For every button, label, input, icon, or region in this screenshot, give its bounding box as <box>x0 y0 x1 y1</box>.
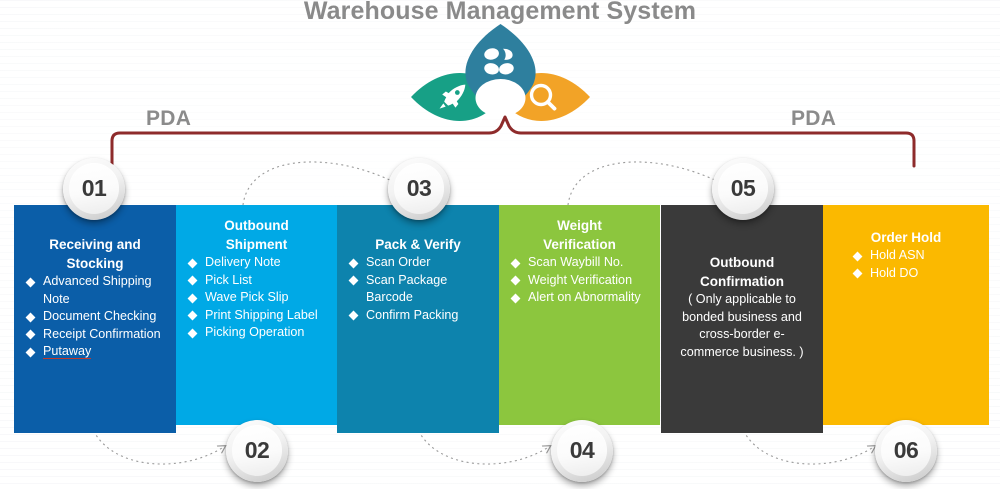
list-item: Picking Operation <box>187 324 328 342</box>
badge-number: 04 <box>569 437 595 463</box>
step-badge-06[interactable]: 06 <box>875 420 937 482</box>
magnifier-icon <box>529 83 557 111</box>
list-item: Hold ASN <box>852 247 980 265</box>
step-badge-02[interactable]: 02 <box>226 420 288 482</box>
list-item: Wave Pick Slip <box>187 289 328 307</box>
item-text: Putaway <box>43 344 92 359</box>
step-column-04[interactable]: Weight Verification Scan Waybill No. Wei… <box>499 205 660 425</box>
step-title-01: Receiving and Stocking <box>49 237 141 271</box>
list-item: Scan Waybill No. <box>510 254 651 272</box>
diamond-bullet-icon <box>25 312 36 322</box>
step-badge-04[interactable]: 04 <box>551 420 613 482</box>
step-title-06: Order Hold <box>870 230 942 245</box>
badge-number: 05 <box>730 175 756 201</box>
logo-center-circle <box>475 79 526 117</box>
page-title: Warehouse Management System <box>303 0 697 25</box>
diamond-bullet-icon <box>187 258 198 268</box>
item-text: Advanced Shipping Note <box>43 274 152 306</box>
diamond-bullet-icon <box>510 293 521 303</box>
step-items-04: Scan Waybill No. Weight Verification Ale… <box>508 254 651 307</box>
step-column-03[interactable]: Pack & Verify Scan Order Scan Package Ba… <box>337 205 499 433</box>
diamond-bullet-icon <box>510 258 521 268</box>
list-item: Advanced Shipping Note <box>25 273 167 308</box>
item-text: Print Shipping Label <box>205 307 318 322</box>
diamond-bullet-icon <box>348 310 359 321</box>
list-item: Delivery Note <box>187 254 328 272</box>
step-column-06[interactable]: Order Hold Hold ASN Hold DO <box>823 205 989 425</box>
badge-inner: 01 <box>69 163 119 214</box>
step-items-02: Delivery Note Pick List Wave Pick Slip P… <box>185 254 328 342</box>
diamond-bullet-icon <box>187 310 198 321</box>
item-text: Wave Pick Slip <box>205 290 289 304</box>
step-title-04: Weight Verification <box>543 218 616 252</box>
item-text: Alert on Abnormality <box>528 290 641 304</box>
diamond-bullet-icon <box>510 275 521 286</box>
diamond-bullet-icon <box>348 275 359 286</box>
badge-inner: 03 <box>394 163 444 214</box>
list-item: Confirm Packing <box>348 307 490 325</box>
diamond-bullet-icon <box>187 328 198 338</box>
badge-number: 03 <box>406 175 432 201</box>
step-title-03: Pack & Verify <box>375 237 461 252</box>
item-text: Scan Package Barcode <box>366 272 448 305</box>
diamond-bullet-icon <box>25 347 36 357</box>
item-text: Scan Waybill No. <box>528 255 624 269</box>
list-item: Hold DO <box>852 265 980 283</box>
step-badge-01[interactable]: 01 <box>63 158 125 220</box>
item-text: Delivery Note <box>205 255 281 269</box>
item-text: Confirm Packing <box>366 307 459 322</box>
item-text: Scan Order <box>366 255 431 269</box>
list-item: Print Shipping Label <box>187 307 328 325</box>
step-badge-03[interactable]: 03 <box>388 158 450 220</box>
badge-inner: 05 <box>718 163 768 214</box>
step-items-01: Advanced Shipping Note Document Checking… <box>23 273 167 361</box>
diamond-bullet-icon <box>348 258 359 268</box>
list-item: Weight Verification <box>510 272 651 290</box>
step-badge-05[interactable]: 05 <box>712 158 774 220</box>
item-text: Weight Verification <box>528 272 633 287</box>
badge-inner: 04 <box>557 425 607 476</box>
diamond-bullet-icon <box>25 329 36 340</box>
list-item: Scan Order <box>348 254 490 272</box>
list-item: Receipt Confirmation <box>25 326 167 344</box>
step-items-03: Scan Order Scan Package Barcode Confirm … <box>346 254 490 324</box>
rocket-icon <box>439 84 466 109</box>
diamond-bullet-icon <box>852 268 863 279</box>
step-title-02: Outbound Shipment <box>224 218 289 252</box>
diamond-bullet-icon <box>852 251 863 261</box>
badge-inner: 06 <box>881 425 931 476</box>
list-item: Putaway <box>25 343 167 361</box>
step-column-01[interactable]: Receiving and Stocking Advanced Shipping… <box>14 205 176 433</box>
badge-inner: 02 <box>232 425 282 476</box>
list-item: Scan Package Barcode <box>348 272 490 307</box>
list-item: Alert on Abnormality <box>510 289 651 307</box>
pinwheel-flower-icon <box>484 48 514 75</box>
item-text: Receipt Confirmation <box>43 326 161 341</box>
list-item: Document Checking <box>25 308 167 326</box>
item-text: Pick List <box>205 272 252 287</box>
step-title-05: Outbound Confirmation <box>700 255 784 289</box>
step-column-05[interactable]: Outbound Confirmation ( Only applicable … <box>661 205 823 433</box>
wms-logo <box>403 18 598 124</box>
item-text: Hold DO <box>870 265 919 280</box>
item-text: Picking Operation <box>205 325 305 339</box>
step-note-05: ( Only applicable to bonded business and… <box>680 292 804 359</box>
badge-number: 02 <box>244 437 270 463</box>
step-items-06: Hold ASN Hold DO <box>832 247 980 282</box>
step-column-02[interactable]: Outbound Shipment Delivery Note Pick Lis… <box>176 205 337 425</box>
diamond-bullet-icon <box>187 293 198 303</box>
item-text: Document Checking <box>43 309 157 323</box>
badge-number: 01 <box>81 175 107 201</box>
badge-number: 06 <box>893 437 919 463</box>
list-item: Pick List <box>187 272 328 290</box>
diamond-bullet-icon <box>187 275 198 286</box>
item-text: Hold ASN <box>870 248 925 262</box>
diamond-bullet-icon <box>25 277 36 287</box>
